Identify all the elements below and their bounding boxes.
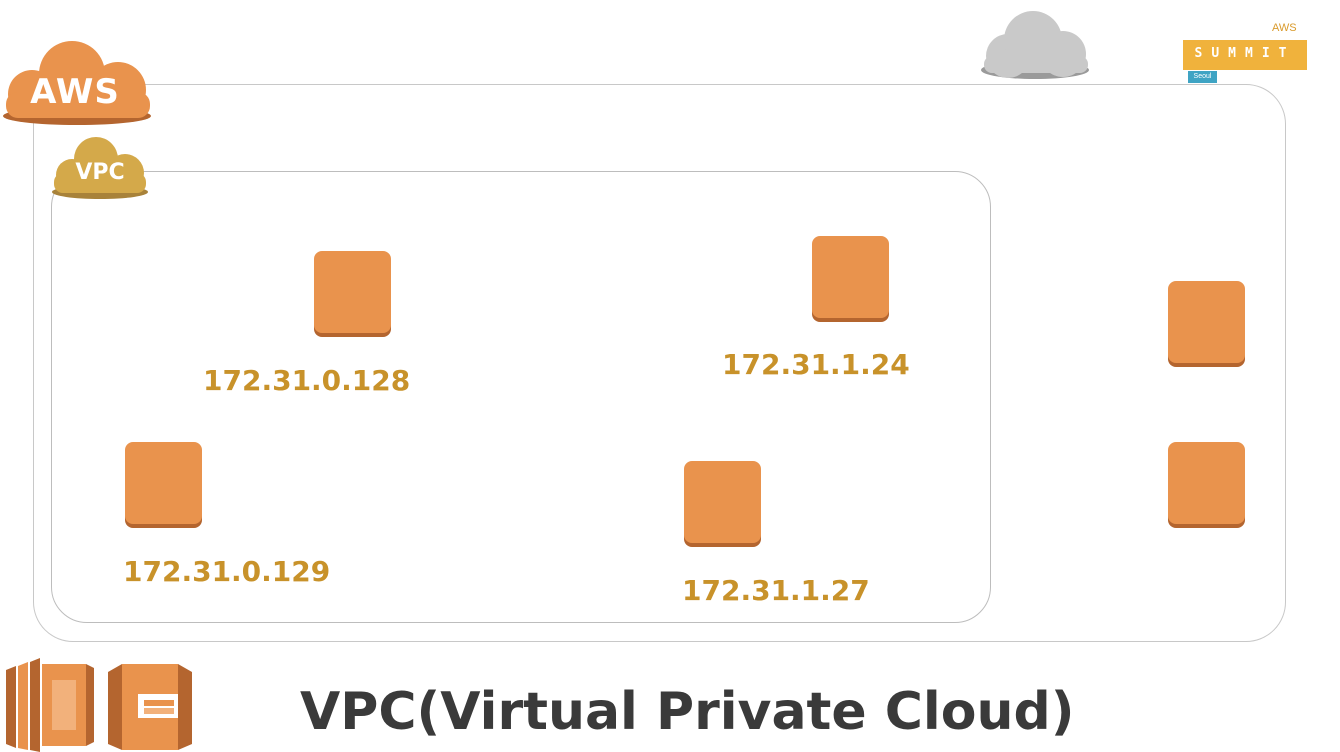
summit-city-tag: Seoul	[1188, 71, 1217, 83]
instance-ip-label: 172.31.0.128	[203, 364, 411, 397]
ec2-service-icon	[6, 658, 94, 752]
ec2-instance-icon	[1168, 281, 1245, 363]
ec2-instance-icon	[125, 442, 202, 524]
instance-ip-label: 172.31.1.24	[722, 348, 910, 381]
instance-ip-label: 172.31.0.129	[123, 555, 331, 588]
internet-cloud-icon	[981, 11, 1089, 79]
ec2-instance-icon	[684, 461, 761, 543]
instance-ip-label: 172.31.1.27	[682, 574, 870, 607]
ec2-instance-icon	[314, 251, 391, 333]
aws-cloud-label: AWS	[30, 72, 120, 112]
vpc-cloud-label: VPC	[75, 160, 125, 185]
summit-name: SUMMIT	[1194, 46, 1296, 61]
vpc-cloud-icon	[52, 137, 148, 199]
ec2-instance-icon	[1168, 442, 1245, 524]
ec2-instance-icon	[812, 236, 889, 318]
vpc-container	[51, 171, 991, 623]
summit-badge: SUMMIT	[1183, 40, 1307, 70]
summit-aws-label: AWS	[1272, 22, 1297, 34]
aws-cloud-icon	[3, 41, 151, 125]
page-title: VPC(Virtual Private Cloud)	[300, 682, 1075, 742]
aws-cloud-container	[33, 84, 1286, 642]
vpc-service-icon	[108, 664, 192, 750]
